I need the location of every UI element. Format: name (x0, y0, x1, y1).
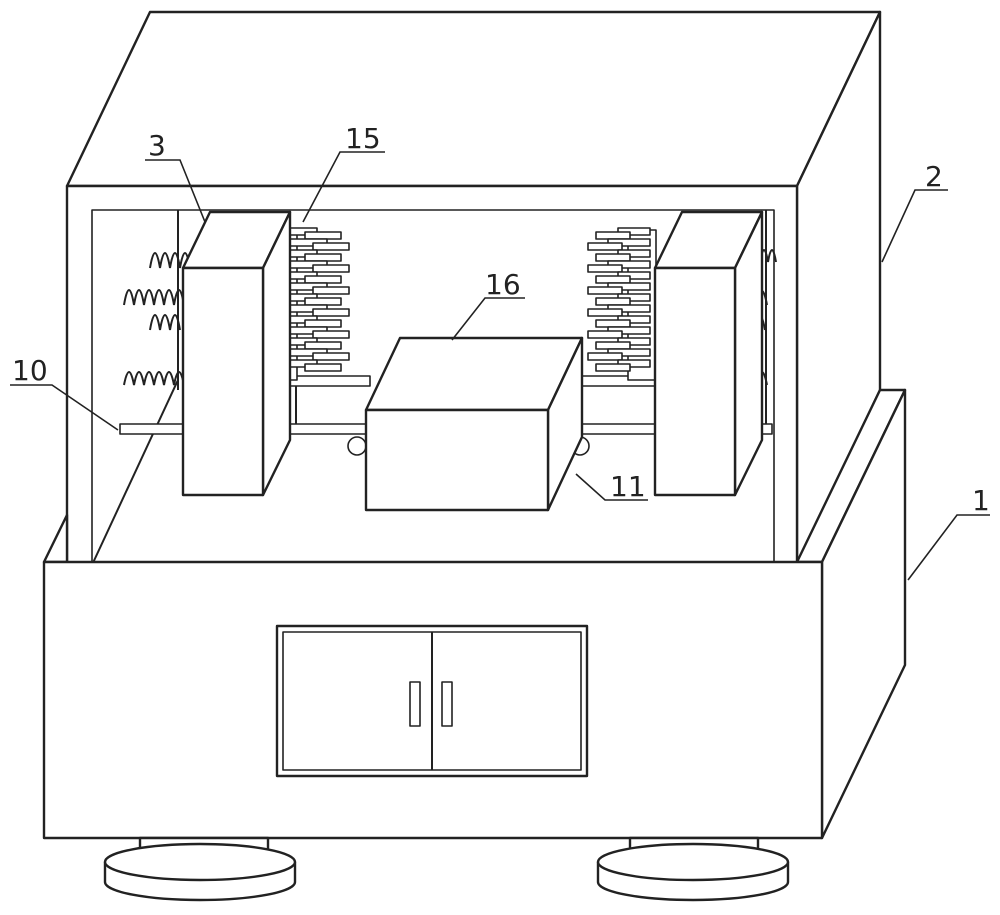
leader-15 (302, 151, 385, 223)
label-rod: 10 (12, 354, 48, 387)
leader-lines (10, 151, 990, 581)
bristle-tuft-left (312, 308, 350, 317)
spring-left-mid2 (149, 314, 181, 331)
foot-right-pad-top (596, 842, 790, 882)
spring-left-bottom (123, 371, 185, 386)
clamp-plate-right (653, 210, 764, 497)
leader-10 (10, 384, 119, 431)
bristle-tuft-left (312, 352, 350, 361)
base-top-left-sliver (42, 513, 69, 564)
bristle-tuft-left (304, 275, 342, 284)
bristle-tuft-right (595, 275, 631, 284)
bristle-tuft-right (587, 286, 623, 295)
housing-top-face (65, 10, 882, 188)
label-brushes: 15 (345, 122, 381, 155)
bristle-tuft-right (587, 242, 623, 251)
bristle-tuft-left (304, 253, 342, 262)
bristle-tuft-left (312, 330, 350, 339)
foot-left (103, 836, 297, 902)
center-block-top (364, 336, 584, 412)
reference-numerals: 3 15 2 1 10 16 11 (12, 122, 990, 517)
label-cover: 2 (925, 160, 943, 193)
window-inner-edge-left (91, 379, 179, 566)
bristle-tuft-right (595, 297, 631, 306)
leader-1 (907, 514, 990, 581)
leader-11 (575, 473, 648, 501)
center-block-front (364, 408, 550, 512)
door-handle-left (409, 681, 421, 727)
bristle-tuft-right (595, 231, 631, 240)
label-clamp-plate: 3 (148, 129, 166, 162)
clamp-plate-left-front (181, 266, 265, 497)
bristle-tuft-left (304, 341, 342, 350)
bristle-tuft-left (312, 286, 350, 295)
foot-left-pad-top (103, 842, 297, 882)
bristle-tuft-right (587, 330, 623, 339)
base-cabinet (42, 388, 907, 840)
brush-bank-right (587, 227, 657, 381)
bristle-tuft-left (304, 297, 342, 306)
bristle-tuft-right (587, 264, 623, 273)
bristle-tuft-right (595, 341, 631, 350)
label-block: 16 (485, 268, 521, 301)
bristle-tuft-left (304, 319, 342, 328)
roller-left (347, 436, 367, 456)
bristle-tuft-right (587, 352, 623, 361)
bristle-tuft-left (312, 264, 350, 273)
foot-right (596, 836, 790, 902)
door-handle-right (441, 681, 453, 727)
clamp-plate-right-front (653, 266, 737, 497)
bristle-tuft-right (587, 308, 623, 317)
spring-left-mid (123, 289, 185, 306)
bristle-tuft-right (595, 363, 631, 372)
rod-left-outer (119, 423, 191, 435)
bristle-tuft-right (595, 319, 631, 328)
bristle-tuft-right (595, 253, 631, 262)
label-roller: 11 (610, 470, 646, 503)
rod-left-upper (289, 375, 371, 387)
label-base: 1 (972, 484, 990, 517)
clamp-plate-left (181, 210, 292, 497)
bristle-tuft-left (304, 363, 342, 372)
bristle-tuft-left (304, 231, 342, 240)
leader-16 (451, 297, 525, 341)
bristle-tuft-left (312, 242, 350, 251)
leader-2 (881, 189, 948, 263)
center-block (364, 336, 584, 512)
leader-3 (145, 159, 206, 223)
